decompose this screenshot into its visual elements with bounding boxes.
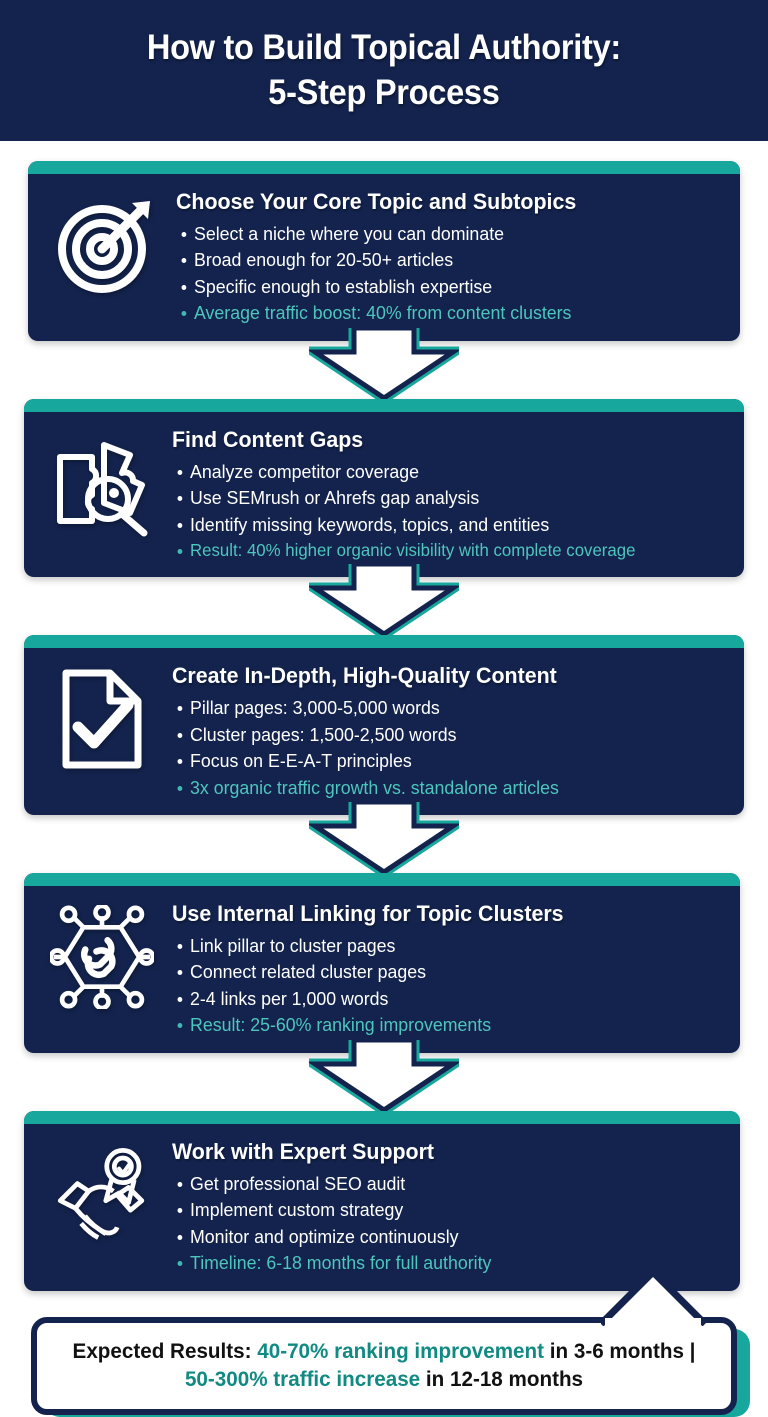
step-card-wrapper-1: Choose Your Core Topic and Subtopics Sel… [0, 141, 768, 341]
step-bullet-list: Pillar pages: 3,000-5,000 words Cluster … [172, 695, 730, 801]
expected-results-text: Expected Results: 40-70% ranking improve… [72, 1337, 696, 1394]
step-card-wrapper-2: Find Content Gaps Analyze competitor cov… [0, 398, 768, 578]
list-item: Get professional SEO audit [177, 1171, 705, 1197]
arrow-down-icon [309, 564, 459, 637]
document-check-icon [32, 660, 172, 778]
step-card-wrapper-3: Create In-Depth, High-Quality Content Pi… [0, 635, 768, 815]
step-title: Find Content Gaps [172, 426, 364, 452]
step-card-4[interactable]: Use Internal Linking for Topic Clusters … [24, 873, 740, 1053]
list-item: Select a niche where you can dominate [181, 221, 705, 247]
expected-results-zone: Expected Results: 40-70% ranking improve… [0, 1269, 768, 1417]
results-mid-1: in 3-6 months | [549, 1338, 696, 1363]
puzzle-magnifier-icon [32, 424, 172, 542]
list-item: Monitor and optimize continuously [177, 1224, 705, 1250]
step-card-2[interactable]: Find Content Gaps Analyze competitor cov… [24, 398, 744, 578]
list-item: Implement custom strategy [177, 1197, 705, 1223]
step-stat: Average traffic boost: 40% from content … [181, 300, 705, 326]
step-card-wrapper-4: Use Internal Linking for Topic Clusters … [0, 873, 768, 1053]
step-card-text: Create In-Depth, High-Quality Content Pi… [172, 660, 730, 801]
step-card-body: Create In-Depth, High-Quality Content Pi… [24, 648, 744, 815]
list-item: 2-4 links per 1,000 words [177, 986, 705, 1012]
step-card-body: Use Internal Linking for Topic Clusters … [24, 886, 740, 1053]
results-highlight-2: 50-300% traffic increase [184, 1367, 421, 1391]
step-card-text: Choose Your Core Topic and Subtopics Sel… [176, 186, 726, 327]
arrow-down-icon [309, 802, 459, 874]
step-card-accent-bar [24, 398, 744, 412]
step-card-accent-bar [24, 1110, 740, 1124]
arrow-down-icon [309, 1039, 459, 1112]
connector-arrow-2 [0, 564, 768, 637]
step-card-body: Find Content Gaps Analyze competitor cov… [24, 412, 744, 577]
connector-arrow-3 [0, 802, 768, 874]
step-card-accent-bar [24, 635, 744, 649]
step-card-text: Find Content Gaps Analyze competitor cov… [172, 424, 730, 563]
list-item: Connect related cluster pages [177, 959, 705, 985]
connector-arrow-1 [0, 327, 768, 400]
step-stat: Timeline: 6-18 months for full authority [177, 1250, 705, 1276]
infographic-header: How to Build Topical Authority: 5-Step P… [0, 0, 768, 141]
list-item: Broad enough for 20-50+ articles [181, 247, 705, 273]
step-bullet-list: Analyze competitor coverage Use SEMrush … [172, 459, 730, 563]
list-item: Cluster pages: 1,500-2,500 words [177, 722, 708, 748]
step-title: Use Internal Linking for Topic Clusters [172, 901, 564, 926]
step-card-5[interactable]: Work with Expert Support Get professiona… [24, 1110, 740, 1291]
step-bullet-list: Get professional SEO audit Implement cus… [172, 1171, 726, 1277]
handshake-award-icon [32, 1136, 172, 1254]
step-stat: Result: 40% higher organic visibility wi… [177, 538, 708, 563]
list-item: Specific enough to establish expertise [181, 274, 705, 300]
step-card-3[interactable]: Create In-Depth, High-Quality Content Pi… [24, 635, 744, 815]
page-title-line-1: How to Build Topical Authority: [146, 28, 622, 68]
step-card-1[interactable]: Choose Your Core Topic and Subtopics Sel… [28, 161, 740, 341]
list-item: Link pillar to cluster pages [177, 933, 705, 959]
step-card-body: Work with Expert Support Get professiona… [24, 1124, 740, 1291]
steps-flow: Choose Your Core Topic and Subtopics Sel… [0, 141, 768, 1417]
network-chain-icon [32, 898, 172, 1016]
step-title: Create In-Depth, High-Quality Content [172, 663, 557, 689]
step-card-text: Use Internal Linking for Topic Clusters … [172, 898, 726, 1039]
results-label: Expected Results: [72, 1338, 252, 1363]
step-stat: Result: 25-60% ranking improvements [177, 1012, 705, 1038]
page-title-line-2: 5-Step Process [268, 72, 500, 112]
target-icon [36, 186, 176, 304]
list-item: Identify missing keywords, topics, and e… [177, 512, 708, 538]
list-item: Analyze competitor coverage [177, 459, 708, 485]
list-item: Use SEMrush or Ahrefs gap analysis [177, 485, 708, 511]
step-card-text: Work with Expert Support Get professiona… [172, 1136, 726, 1277]
step-title: Choose Your Core Topic and Subtopics [176, 189, 577, 214]
page-title: How to Build Topical Authority: 5-Step P… [147, 26, 621, 114]
step-stat: 3x organic traffic growth vs. standalone… [177, 775, 708, 801]
step-card-body: Choose Your Core Topic and Subtopics Sel… [28, 174, 740, 341]
step-card-accent-bar [24, 873, 740, 886]
results-mid-2: in 12-18 months [425, 1367, 584, 1391]
step-card-accent-bar [28, 161, 740, 174]
arrow-down-icon [309, 327, 459, 400]
step-bullet-list: Select a niche where you can dominate Br… [176, 221, 726, 327]
results-highlight-1: 40-70% ranking improvement [257, 1338, 545, 1363]
list-item: Pillar pages: 3,000-5,000 words [177, 695, 708, 721]
list-item: Focus on E-E-A-T principles [177, 748, 708, 774]
expected-results-banner: Expected Results: 40-70% ranking improve… [31, 1316, 737, 1416]
connector-arrow-4 [0, 1039, 768, 1112]
step-card-wrapper-5: Work with Expert Support Get professiona… [0, 1110, 768, 1291]
arrow-up-pointer-icon [601, 1269, 708, 1326]
step-title: Work with Expert Support [172, 1138, 435, 1164]
step-bullet-list: Link pillar to cluster pages Connect rel… [172, 933, 726, 1039]
